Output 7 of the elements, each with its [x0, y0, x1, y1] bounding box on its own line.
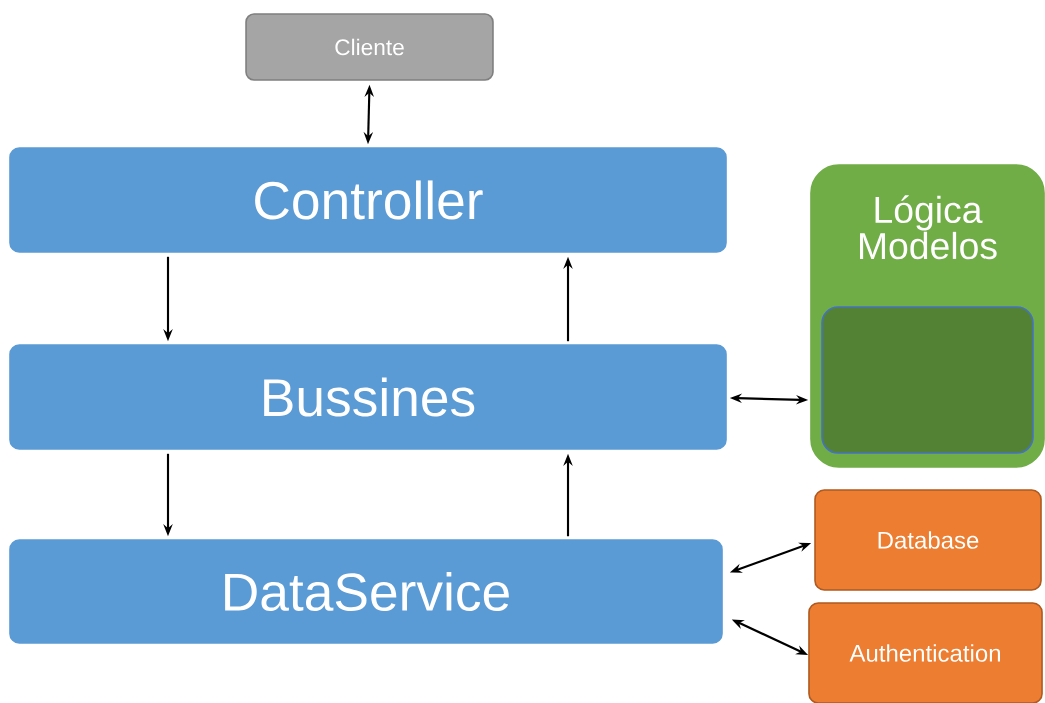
layer-box: Controller	[9, 147, 727, 253]
service-box: Database	[814, 489, 1042, 591]
service-box: Authentication	[808, 602, 1043, 703]
layer-box: DataService	[9, 539, 723, 644]
client-box: Cliente	[245, 13, 494, 81]
inner-box	[821, 306, 1034, 454]
layer-box: Bussines	[9, 344, 727, 450]
